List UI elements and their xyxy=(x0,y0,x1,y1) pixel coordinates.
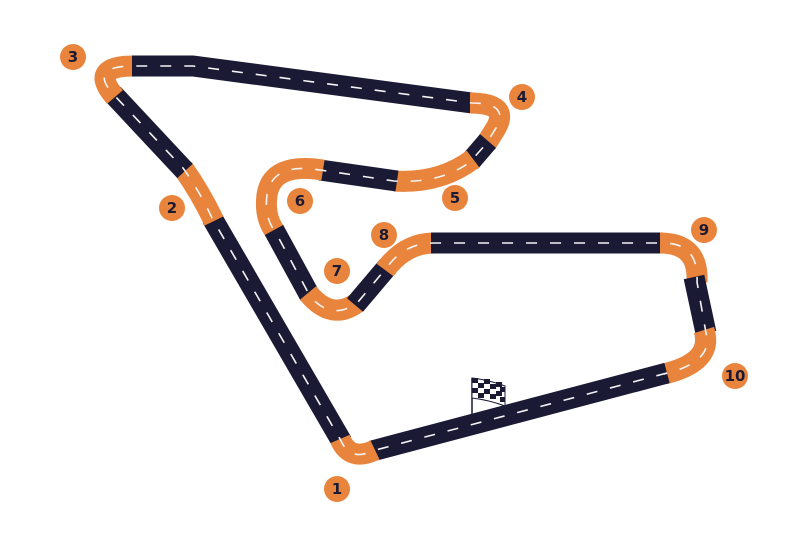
svg-text:9: 9 xyxy=(699,221,709,239)
corner-7-segment xyxy=(299,285,365,321)
svg-text:6: 6 xyxy=(295,192,305,210)
svg-text:1: 1 xyxy=(332,480,342,498)
corner-badges: 1 2 3 4 5 6 7 8 9 10 xyxy=(60,44,748,502)
corner-5-segment xyxy=(393,150,480,192)
svg-text:10: 10 xyxy=(725,367,746,385)
corner-badge-7: 7 xyxy=(324,258,350,284)
corner-1-segment xyxy=(330,434,380,465)
corner-badge-8: 8 xyxy=(371,222,397,248)
svg-text:5: 5 xyxy=(450,189,460,207)
corner-badge-1: 1 xyxy=(324,476,350,502)
svg-text:3: 3 xyxy=(68,48,78,66)
straight-9-10 xyxy=(683,274,717,336)
corner-badge-6: 6 xyxy=(287,188,313,214)
corner-badge-4: 4 xyxy=(509,84,535,110)
corner-badge-3: 3 xyxy=(60,44,86,70)
corner-badge-9: 9 xyxy=(691,217,717,243)
corner-badge-2: 2 xyxy=(159,195,185,221)
corner-10-segment xyxy=(661,326,716,385)
corner-badge-5: 5 xyxy=(442,185,468,211)
straight-3-4 xyxy=(132,55,474,114)
corner-3-segment xyxy=(94,55,135,104)
track xyxy=(94,55,717,465)
checkered-flag-icon xyxy=(471,377,506,416)
svg-text:4: 4 xyxy=(517,88,527,106)
svg-text:8: 8 xyxy=(379,226,389,244)
direction-arrows xyxy=(103,65,708,456)
corner-9-segment xyxy=(659,232,708,283)
corner-4-segment xyxy=(469,92,510,150)
corner-8-segment xyxy=(376,232,435,277)
svg-text:2: 2 xyxy=(167,199,177,217)
straight-5-6 xyxy=(318,159,399,192)
svg-text:7: 7 xyxy=(332,262,342,280)
corner-badge-10: 10 xyxy=(722,363,748,389)
